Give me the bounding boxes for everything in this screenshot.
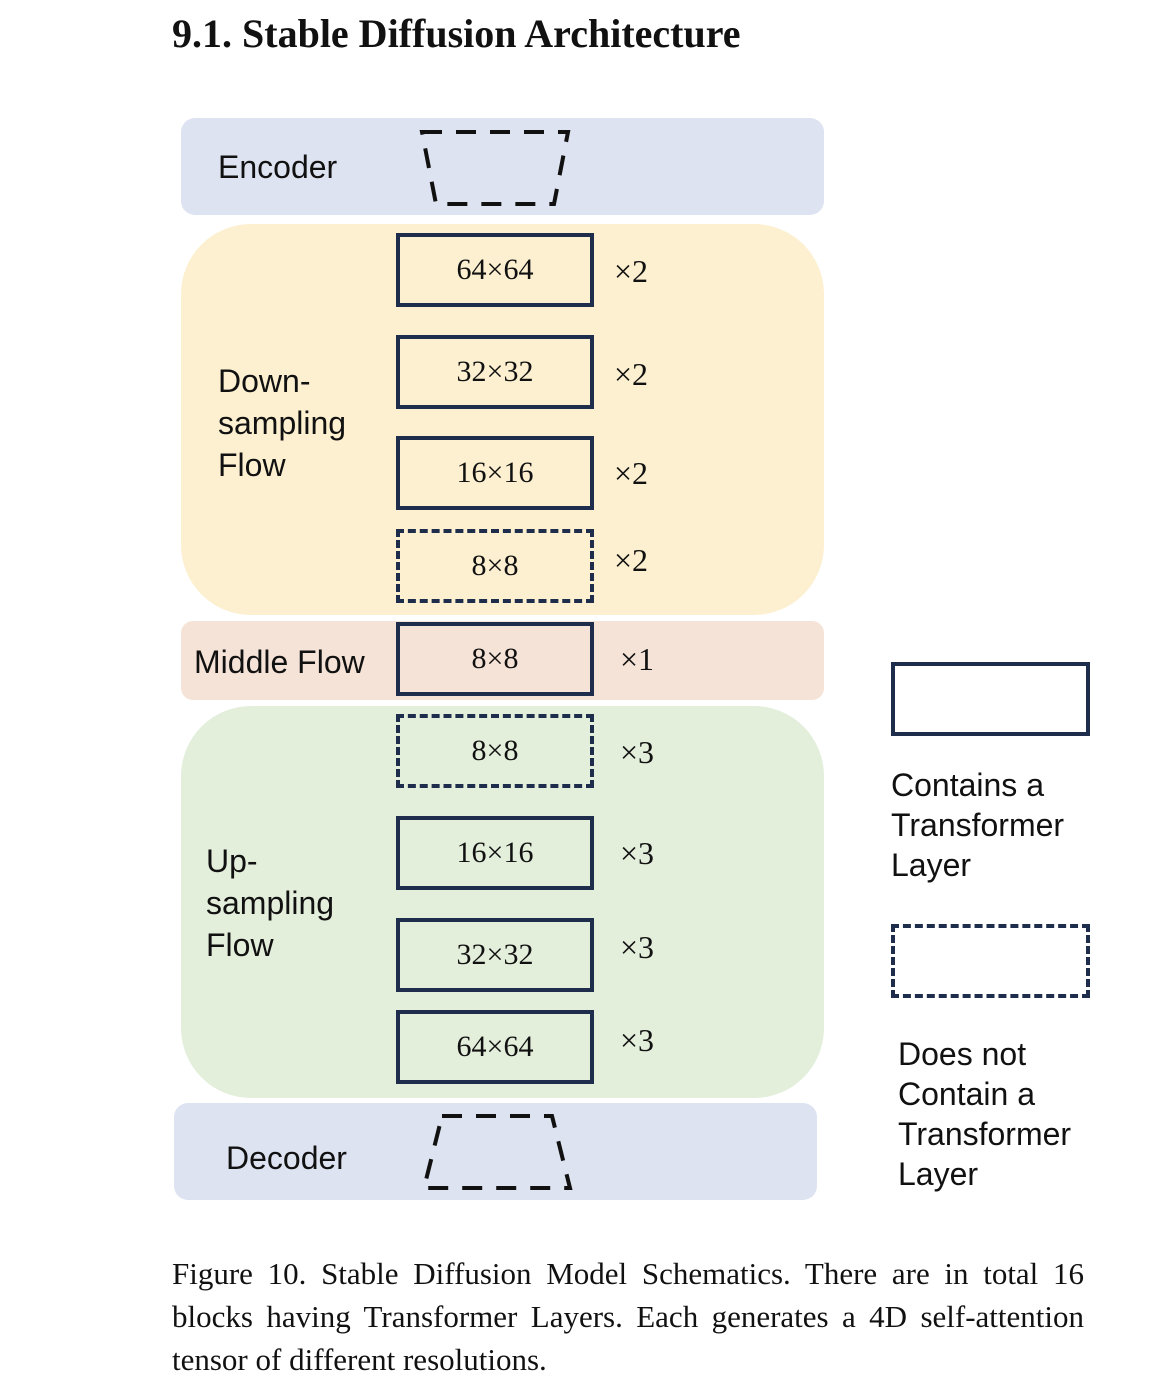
up-block-16: 16×16: [396, 816, 594, 890]
down-repeat-32: ×2: [614, 356, 649, 392]
upsampling-panel: [181, 706, 824, 1098]
down-block-8: 8×8: [396, 529, 594, 603]
decoder-label: Decoder: [226, 1140, 347, 1176]
middle-panel: [181, 621, 824, 700]
down-repeat-16: ×2: [614, 455, 649, 491]
up-block-8: 8×8: [396, 714, 594, 788]
upsampling-label: Up- sampling Flow: [206, 843, 335, 963]
middle-repeat-8: ×1: [620, 641, 655, 677]
down-repeat-64: ×2: [614, 253, 649, 289]
decoder-trapezoid-icon: [421, 1114, 573, 1190]
up-block-32: 32×32: [396, 918, 594, 992]
downsampling-label: Down- sampling Flow: [218, 363, 347, 483]
down-block-64: 64×64: [396, 233, 594, 307]
down-block-16: 16×16: [396, 436, 594, 510]
legend-dashed-label: Does not Contain a Transformer Layer: [898, 1036, 1072, 1192]
down-repeat-8: ×2: [614, 542, 649, 578]
legend-solid-box: [891, 662, 1090, 736]
down-block-32: 32×32: [396, 335, 594, 409]
encoder-label: Encoder: [218, 149, 338, 185]
up-block-64: 64×64: [396, 1010, 594, 1084]
up-repeat-32: ×3: [620, 929, 655, 965]
figure-caption: Figure 10. Stable Diffusion Model Schema…: [172, 1256, 1084, 1377]
middle-label: Middle Flow: [194, 644, 365, 680]
up-repeat-64: ×3: [620, 1022, 655, 1058]
middle-block-8: 8×8: [396, 622, 594, 696]
up-repeat-8: ×3: [620, 734, 655, 770]
legend-dashed-box: [891, 924, 1090, 998]
encoder-trapezoid-icon: [419, 130, 571, 206]
decoder-panel: [174, 1103, 817, 1200]
legend-solid-label: Contains a Transformer Layer: [891, 767, 1065, 883]
downsampling-panel: [181, 224, 824, 615]
encoder-panel: [181, 118, 824, 215]
up-repeat-16: ×3: [620, 835, 655, 871]
section-heading: 9.1. Stable Diffusion Architecture: [172, 11, 741, 56]
